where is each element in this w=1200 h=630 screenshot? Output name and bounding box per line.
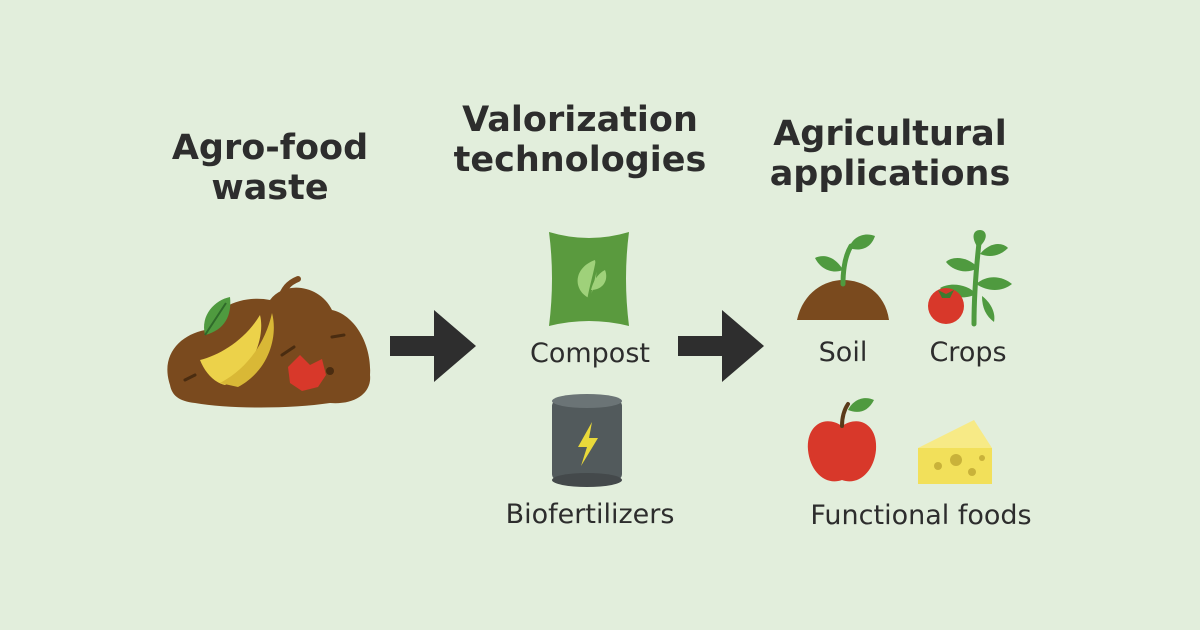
sprout-soil-icon	[795, 232, 891, 326]
compost-bag-icon	[543, 228, 635, 330]
label-crops: Crops	[910, 337, 1026, 369]
battery-can-icon	[550, 392, 624, 488]
label-soil: Soil	[795, 337, 891, 369]
arrow-icon	[390, 310, 478, 382]
heading-agricultural-applications: Agricultural applications	[760, 114, 1020, 194]
heading-agro-food-waste: Agro-food waste	[150, 128, 390, 208]
heading-valorization-technologies: Valorization technologies	[450, 100, 710, 180]
label-compost: Compost	[490, 338, 690, 370]
heading-line: Agro-food	[150, 128, 390, 168]
label-biofertilizers: Biofertilizers	[490, 499, 690, 531]
compost-pile-icon	[160, 275, 380, 415]
heading-line: waste	[150, 168, 390, 208]
tomato-plant-icon	[920, 228, 1016, 328]
heading-line: technologies	[450, 140, 710, 180]
apple-icon	[804, 396, 880, 486]
arrow-icon	[678, 310, 766, 382]
heading-line: Agricultural	[760, 114, 1020, 154]
heading-line: Valorization	[450, 100, 710, 140]
cheese-icon	[916, 418, 994, 486]
heading-line: applications	[760, 154, 1020, 194]
label-functional-foods: Functional foods	[796, 500, 1046, 532]
